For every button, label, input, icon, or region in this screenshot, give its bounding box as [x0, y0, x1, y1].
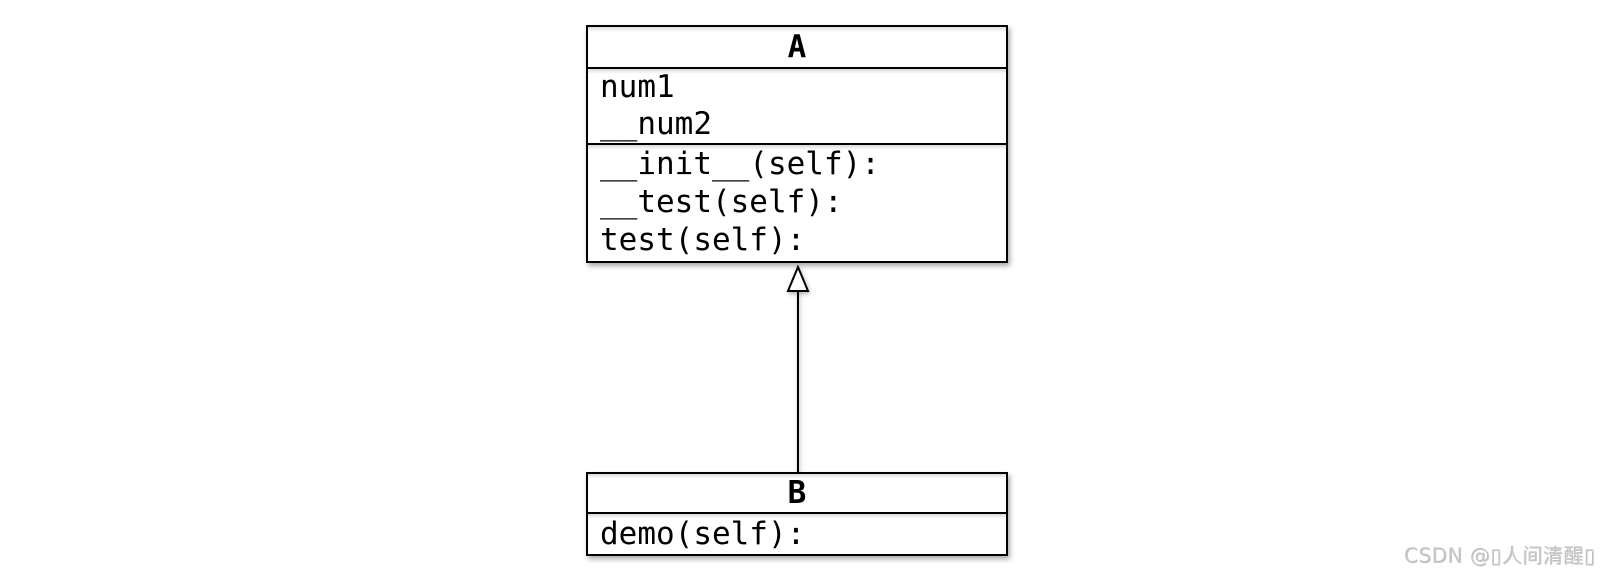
- class-a-method: __init__(self):: [600, 146, 880, 182]
- class-a-methods-compartment: __init__(self): __test(self): test(self)…: [588, 143, 1006, 259]
- class-box-b: B demo(self):: [586, 472, 1008, 556]
- class-a-title: A: [588, 27, 1006, 67]
- class-b-title: B: [588, 474, 1006, 512]
- class-a-attributes-compartment: num1 __num2: [588, 67, 1006, 143]
- class-box-a: A num1 __num2 __init__(self): __test(sel…: [586, 25, 1008, 263]
- inheritance-arrow: [786, 265, 810, 472]
- class-a-attribute: num1: [600, 69, 675, 105]
- class-a-method: test(self):: [600, 222, 806, 258]
- inheritance-arrow-head: [786, 265, 810, 292]
- watermark: CSDN @▯人间清醒▯: [1404, 544, 1596, 568]
- class-b-method: demo(self):: [600, 516, 806, 552]
- class-b-methods-compartment: demo(self):: [588, 512, 1006, 554]
- class-a-method: __test(self):: [600, 184, 843, 220]
- class-a-attribute: __num2: [600, 106, 712, 142]
